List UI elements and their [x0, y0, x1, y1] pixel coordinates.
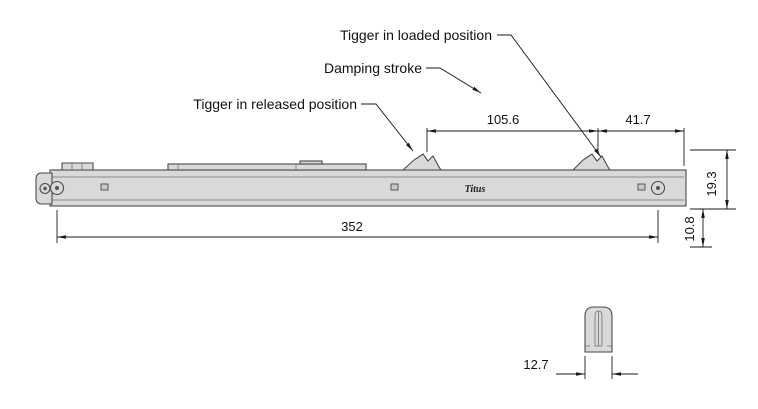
- dim-value-trigger-offset: 41.7: [625, 112, 650, 127]
- rivet-left: [49, 180, 65, 196]
- rail-body: [49, 169, 687, 207]
- callout-damping-stroke: Damping stroke: [324, 60, 482, 94]
- arrowhead: [725, 200, 729, 209]
- left-end-boss-center: [43, 186, 47, 191]
- arrowhead: [427, 129, 436, 133]
- slider-strip: [167, 163, 367, 171]
- leader-arrowhead: [594, 148, 601, 157]
- rail-hole: [637, 183, 646, 191]
- rivet-center: [656, 186, 660, 190]
- label-trigger-released: Tigger in released position: [193, 96, 357, 112]
- arrowhead: [57, 235, 66, 239]
- leader-line: [361, 103, 414, 152]
- rail-hole: [390, 183, 399, 191]
- callout-trigger-released: Tigger in released position: [193, 96, 414, 152]
- trigger-loaded: [571, 153, 612, 171]
- label-damping-stroke: Damping stroke: [324, 60, 422, 76]
- dimension-trigger-offset: 41.7: [598, 112, 685, 166]
- arrowhead: [675, 129, 684, 133]
- dim-value-trigger-width: 12.7: [523, 357, 548, 372]
- arrowhead: [649, 235, 658, 239]
- leader-line: [426, 67, 482, 94]
- arrowhead: [589, 129, 598, 133]
- dim-value-body-height: 19.3: [704, 171, 719, 196]
- damper-rail: Titus: [35, 153, 687, 207]
- leader-line: [497, 34, 602, 158]
- arrowhead: [701, 209, 705, 218]
- leader-arrowhead: [472, 86, 481, 93]
- trigger-end-view: [584, 306, 613, 353]
- dimension-damping-span: 105.6: [426, 112, 599, 152]
- rivet-right: [650, 180, 666, 196]
- callout-trigger-loaded: Tigger in loaded position: [340, 27, 602, 158]
- dimension-trigger-width: 12.7: [523, 356, 638, 379]
- dim-value-overall-length: 352: [341, 219, 363, 234]
- top-left-clip: [61, 162, 94, 171]
- trigger-released: [401, 153, 443, 171]
- arrowhead: [598, 129, 607, 133]
- rivet-center: [55, 186, 59, 190]
- arrowhead: [725, 150, 729, 159]
- dimension-body-height: 19.3: [690, 149, 736, 210]
- label-trigger-loaded: Tigger in loaded position: [340, 27, 492, 43]
- brand-logo: Titus: [465, 184, 486, 195]
- arrowhead: [576, 372, 585, 376]
- arrowhead: [701, 238, 705, 247]
- dim-value-body-depth: 10.8: [682, 216, 697, 241]
- dim-value-damping-span: 105.6: [487, 112, 520, 127]
- arrowhead: [612, 372, 621, 376]
- leader-arrowhead: [406, 142, 413, 151]
- slider-strip-bump: [299, 160, 323, 165]
- rail-hole: [100, 183, 109, 191]
- dimension-overall-length: 352: [56, 210, 659, 243]
- dimension-body-depth: 10.8: [682, 209, 712, 248]
